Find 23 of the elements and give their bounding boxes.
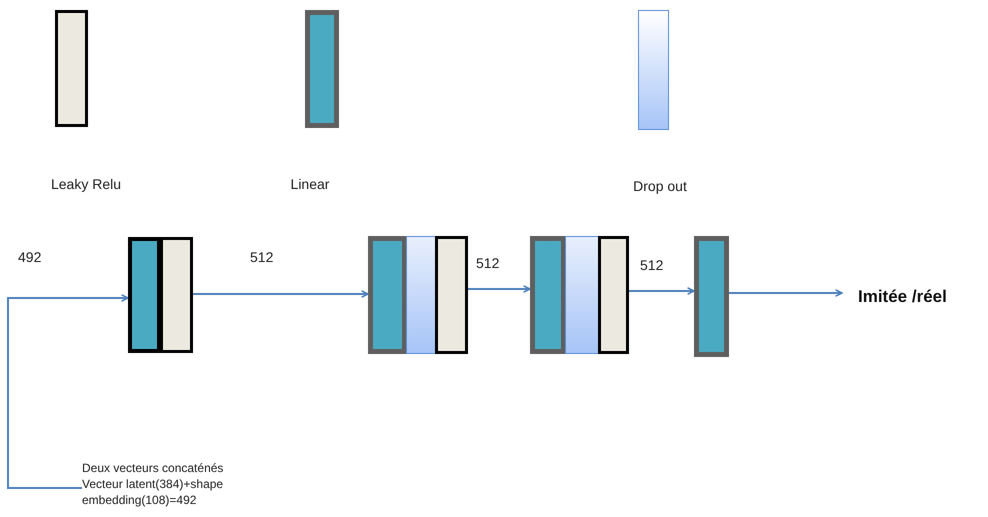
output-label: Imitée /réel xyxy=(842,284,988,310)
arrow xyxy=(629,287,695,295)
arrow xyxy=(7,294,129,489)
leaky-relu-layer-bar xyxy=(435,236,468,354)
edge-label: 512 xyxy=(640,257,664,273)
dropout-layer-bar xyxy=(406,236,436,354)
linear-layer-bar xyxy=(530,236,566,354)
linear-layer-bar xyxy=(368,236,407,354)
legend-label: Leaky Relu xyxy=(50,176,122,192)
arrow xyxy=(193,290,369,298)
leaky-relu-layer-bar xyxy=(160,237,193,353)
legend-label: Linear xyxy=(290,176,330,192)
dropout-layer-bar xyxy=(565,236,599,354)
edge-label: 512 xyxy=(250,249,274,265)
linear-layer-bar xyxy=(694,236,729,357)
linear-layer-bar xyxy=(128,237,161,353)
legend-label: Drop out xyxy=(633,178,687,194)
leaky-relu-layer-bar xyxy=(598,236,629,354)
arrow xyxy=(468,285,531,293)
input-note: Deux vecteurs concaténés Vecteur latent(384)+shape embedding(108)=492 xyxy=(82,460,260,516)
edge-label: 492 xyxy=(18,249,42,265)
edge-label: 512 xyxy=(476,255,500,271)
arrow xyxy=(729,289,843,297)
